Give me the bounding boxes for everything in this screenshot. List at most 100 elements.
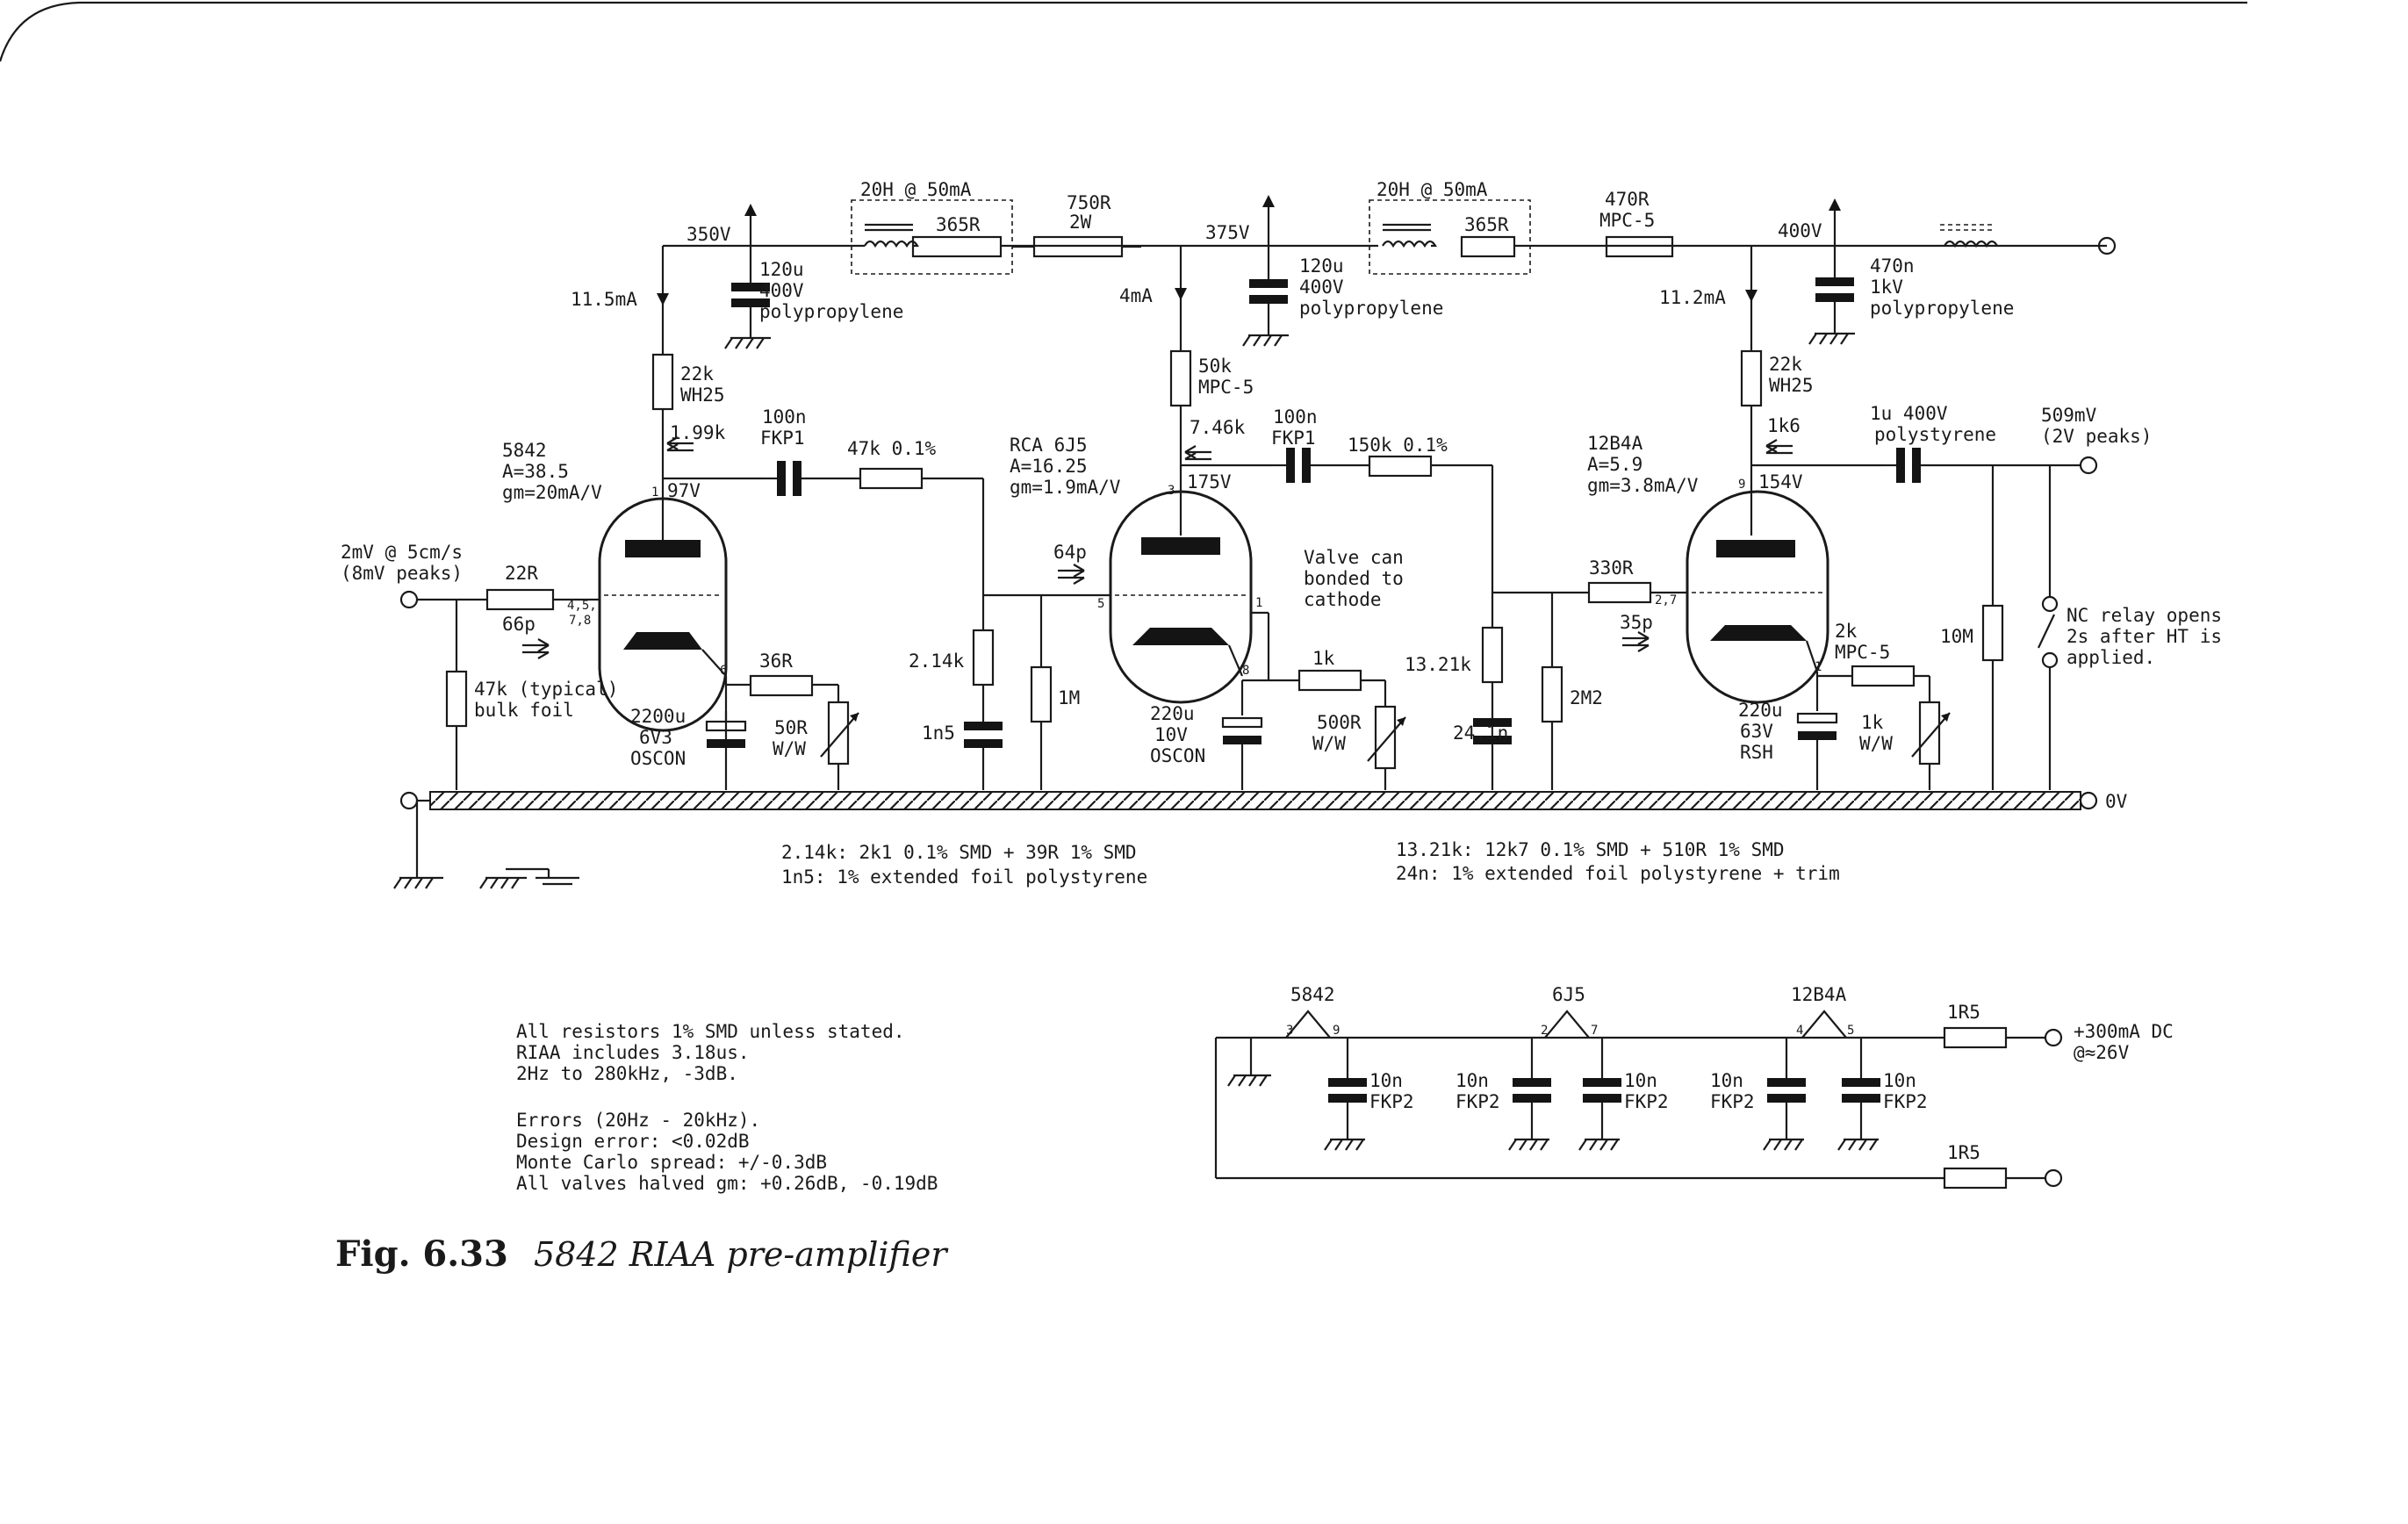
ck1-type: OSCON bbox=[630, 748, 686, 769]
heater-cap-type: FKP2 bbox=[1624, 1091, 1669, 1112]
output-peak: (2V peaks) bbox=[2041, 426, 2152, 447]
choke-1 bbox=[851, 199, 1013, 275]
output-level: 509mV bbox=[2041, 405, 2097, 426]
coupling-2 bbox=[1273, 448, 1687, 790]
stage1-cathode bbox=[705, 674, 859, 790]
c3-voltage: 1kV bbox=[1870, 277, 1903, 298]
pin-g1b: 7,8 bbox=[569, 614, 591, 628]
ground-terminal-right[interactable] bbox=[2079, 791, 2098, 810]
v2-name: RCA 6J5 bbox=[1010, 435, 1088, 456]
ro3-label: 1k6 bbox=[1767, 415, 1801, 436]
ground-bus bbox=[393, 791, 2098, 889]
ck2-type: OSCON bbox=[1150, 745, 1205, 766]
rk3-label: 2k bbox=[1835, 621, 1858, 642]
heater-cap-value: 10n bbox=[1369, 1070, 1403, 1091]
rg1-label: 22R bbox=[505, 563, 538, 584]
heater-v2: 6J5 bbox=[1552, 984, 1585, 1005]
eq2-r: 13.21k bbox=[1405, 654, 1471, 675]
c3-value: 470n bbox=[1870, 255, 1915, 277]
note-1n5: 1n5: 1% extended foil polystyrene bbox=[781, 866, 1147, 888]
c1-type: polypropylene bbox=[759, 301, 903, 322]
relay-note-2: 2s after HT is bbox=[2067, 626, 2222, 647]
heater-v1: 5842 bbox=[1290, 984, 1335, 1005]
note-line-5: Errors (20Hz - 20kHz). bbox=[516, 1110, 760, 1131]
figure-title: 5842 RIAA pre-amplifier bbox=[534, 1235, 949, 1274]
c2-type: polypropylene bbox=[1299, 298, 1443, 319]
heater-chain bbox=[1214, 1010, 2063, 1190]
v3-gm: gm=3.8mA/V bbox=[1587, 475, 1699, 496]
note-line-3: 2Hz to 280kHz, -3dB. bbox=[516, 1063, 738, 1084]
valve-note-3: cathode bbox=[1304, 589, 1382, 610]
coupling-1 bbox=[764, 461, 1111, 790]
ck1-value: 2200u bbox=[630, 706, 686, 727]
heater-return-terminal[interactable] bbox=[2044, 1168, 2063, 1188]
heater-supply-v: @≈26V bbox=[2074, 1042, 2130, 1063]
label-350v: 350V bbox=[686, 224, 731, 245]
c3-type: polypropylene bbox=[1870, 298, 2014, 319]
ra2-type: MPC-5 bbox=[1198, 377, 1254, 398]
v2-gain: A=16.25 bbox=[1010, 456, 1088, 477]
c2-voltage: 400V bbox=[1299, 277, 1344, 298]
ck2-value: 220u bbox=[1150, 703, 1195, 724]
cc2-value: 100n bbox=[1273, 406, 1318, 428]
ground-terminal-left[interactable] bbox=[399, 791, 419, 810]
stage3-anode-branch bbox=[1740, 246, 1883, 536]
rin-type: bulk foil bbox=[474, 700, 574, 721]
rg3-label: 330R bbox=[1589, 557, 1634, 579]
heater-supply-terminal[interactable] bbox=[2044, 1028, 2063, 1047]
cc3-value: 1u 400V bbox=[1870, 403, 1948, 424]
label-400v: 400V bbox=[1778, 220, 1822, 241]
input-peak: (8mV peaks) bbox=[341, 563, 463, 584]
relay-note-3: applied. bbox=[2067, 647, 2155, 668]
input-terminal[interactable] bbox=[399, 590, 419, 609]
r750-rating: 2W bbox=[1069, 212, 1092, 233]
heater-v3: 12B4A bbox=[1791, 984, 1847, 1005]
choke-2-r: 365R bbox=[1464, 214, 1509, 235]
pin-k1: 6 bbox=[720, 664, 727, 678]
page-edge bbox=[0, 1, 2247, 62]
input-network bbox=[399, 588, 600, 790]
ra3-label: 22k bbox=[1769, 354, 1802, 375]
ground-label: 0V bbox=[2105, 791, 2128, 812]
heater-v1-pin-a: 3 bbox=[1286, 1024, 1293, 1038]
note-line-1: All resistors 1% SMD unless stated. bbox=[516, 1021, 905, 1042]
resistor-470r bbox=[1605, 235, 1674, 258]
pin-g2: 5 bbox=[1097, 597, 1104, 611]
c1-value: 120u bbox=[759, 259, 804, 280]
va2-label: 175V bbox=[1187, 471, 1232, 492]
reservoir-cap-1 bbox=[724, 246, 771, 349]
reservoir-cap-2 bbox=[1242, 246, 1289, 347]
pin-s2: 1 bbox=[1255, 596, 1262, 610]
r750-label: 750R bbox=[1067, 192, 1111, 213]
choke-2-label: 20H @ 50mA bbox=[1377, 179, 1488, 200]
output-terminal[interactable] bbox=[2079, 456, 2098, 475]
pin-a1: 1 bbox=[651, 485, 658, 500]
ck2-voltage: 10V bbox=[1154, 724, 1188, 745]
choke-2 bbox=[1369, 199, 1531, 275]
heater-cap-type: FKP2 bbox=[1369, 1091, 1414, 1112]
note-13-21k: 13.21k: 12k7 0.1% SMD + 510R 1% SMD bbox=[1396, 839, 1785, 860]
choke-1-label: 20H @ 50mA bbox=[860, 179, 972, 200]
ht-input-terminal[interactable] bbox=[2097, 236, 2117, 255]
eq1-r: 2.14k bbox=[909, 651, 965, 672]
ra1-label: 22k bbox=[680, 363, 714, 385]
cc1-type: FKP1 bbox=[760, 428, 805, 449]
i3-label: 11.2mA bbox=[1659, 287, 1726, 308]
rgl2-label: 1M bbox=[1058, 687, 1080, 708]
stage2-cathode bbox=[1221, 611, 1406, 790]
heater-r-bottom: 1R5 bbox=[1947, 1142, 1980, 1163]
note-line-6: Design error: <0.02dB bbox=[516, 1131, 750, 1152]
rs1-label: 47k 0.1% bbox=[847, 438, 937, 459]
note-line-2: RIAA includes 3.18us. bbox=[516, 1042, 750, 1063]
pin-g3: 2,7 bbox=[1655, 593, 1677, 607]
rk2-trim: 500R bbox=[1317, 712, 1362, 733]
va1-label: 97V bbox=[667, 480, 701, 501]
cg1-label: 66p bbox=[502, 614, 536, 635]
rk1-trim-type: W/W bbox=[773, 738, 806, 759]
valve-6j5 bbox=[1109, 490, 1253, 704]
heater-cap-value: 10n bbox=[1883, 1070, 1916, 1091]
